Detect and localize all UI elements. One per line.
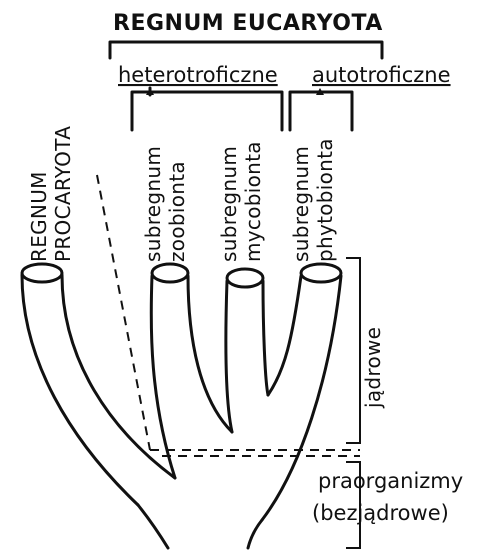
phytobionta-branch-tip [301,264,341,282]
label-heterotrophic: heterotroficzne [118,63,278,87]
subregnum-phytobionta-line1: subregnum [289,146,313,262]
label-autotrophic: autotroficzne [312,63,451,87]
subregnum-phytobionta-label: subregnum phytobionta [289,138,337,262]
trunk-left-edge [138,505,168,548]
label-nuclear: jądrowe [361,327,385,409]
mycobionta-branch-left-edge [226,281,232,432]
subregnum-zoobionta-label: subregnum zoobionta [141,146,189,262]
regnum-procaryota-line1: REGNUM [27,171,51,262]
subregnum-mycobionta-line2: mycobionta [241,141,265,262]
subregnum-mycobionta-line1: subregnum [217,146,241,262]
label-preorganisms: praorganizmy [318,469,463,493]
eucaryota-bracket [110,42,382,58]
regnum-procaryota-label: REGNUM PROCARYOTA [27,126,75,262]
zoobionta-branch-left-edge [151,276,175,478]
subregnum-mycobionta-label: subregnum mycobionta [217,141,265,262]
mycobionta-branch-right-edge [263,281,268,395]
phytobionta-branch-left-edge [268,276,301,395]
title-regnum-eucaryota: REGNUM EUCARYOTA [113,11,383,36]
autotrophic-bracket [290,92,352,130]
subregnum-zoobionta-line1: subregnum [141,146,165,262]
tree-outline [22,264,341,548]
zoobionta-branch-tip [152,264,188,282]
procaryota-branch-right-edge [62,275,175,478]
trunk-right-edge [248,520,262,548]
subregnum-zoobionta-line2: zoobionta [165,161,189,262]
regnum-procaryota-line2: PROCARYOTA [51,126,75,262]
heterotrophic-bracket [132,92,282,130]
nuclear-bracket [346,258,360,443]
nuclear-label-group: jądrowe [361,327,385,409]
mycobionta-branch-tip [227,269,263,287]
procaryota-branch-left-edge [22,275,138,505]
subregnum-phytobionta-line2: phytobionta [313,138,337,262]
procaryota-branch-tip [22,264,62,282]
label-preorganisms-nonnuclear: (bezjądrowe) [312,501,449,525]
